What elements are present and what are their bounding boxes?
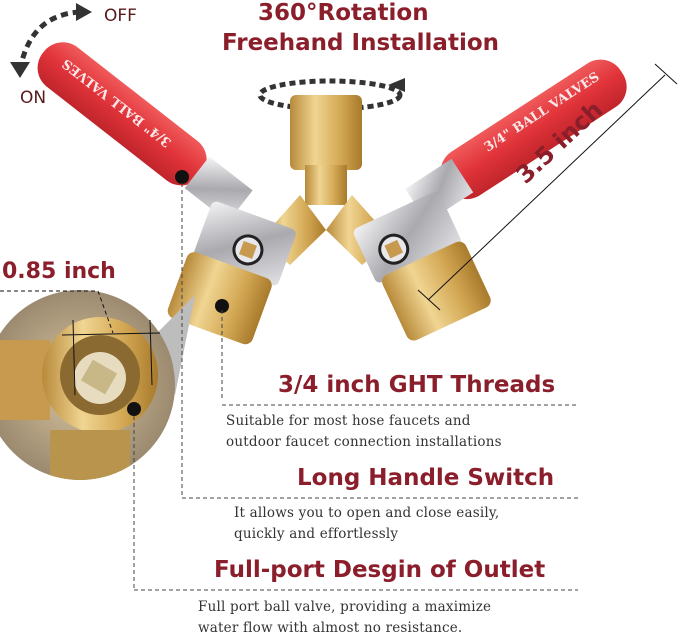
feature-desc-long-handle-1: It allows you to open and close easily,: [234, 505, 500, 521]
right-valve: [353, 191, 491, 341]
port-diameter-label: 0.85 inch: [2, 259, 116, 284]
header-line-2: Freehand Installation: [222, 30, 499, 56]
feature-desc-ght-threads-2: outdoor faucet connection installations: [226, 434, 502, 450]
port-zoom-callout: [0, 290, 195, 480]
rotate-switch-arrow-icon: [10, 3, 92, 78]
handle-marker-dot: [175, 170, 189, 184]
feature-title-long-handle: Long Handle Switch: [297, 465, 555, 491]
off-label: OFF: [104, 6, 137, 26]
port-dimension-lines: [0, 290, 161, 396]
feature-desc-ght-threads-1: Suitable for most hose faucets and: [226, 413, 471, 429]
feature-title-full-port: Full-port Desgin of Outlet: [214, 557, 546, 583]
leader-lines: [133, 183, 578, 591]
header-line-1: 360°Rotation: [258, 0, 429, 26]
feature-desc-long-handle-2: quickly and effortlessly: [234, 526, 399, 542]
feature-title-ght-threads: 3/4 inch GHT Threads: [278, 372, 556, 398]
feature-desc-full-port-1: Full port ball valve, providing a maximi…: [198, 599, 492, 615]
feature-desc-full-port-2: water flow with almost no resistance.: [198, 620, 463, 636]
handle-dimension-line: [417, 63, 678, 311]
thread-marker-dot: [215, 299, 229, 313]
left-handle: [37, 42, 253, 222]
on-label: ON: [20, 88, 47, 108]
left-valve: [167, 201, 296, 345]
